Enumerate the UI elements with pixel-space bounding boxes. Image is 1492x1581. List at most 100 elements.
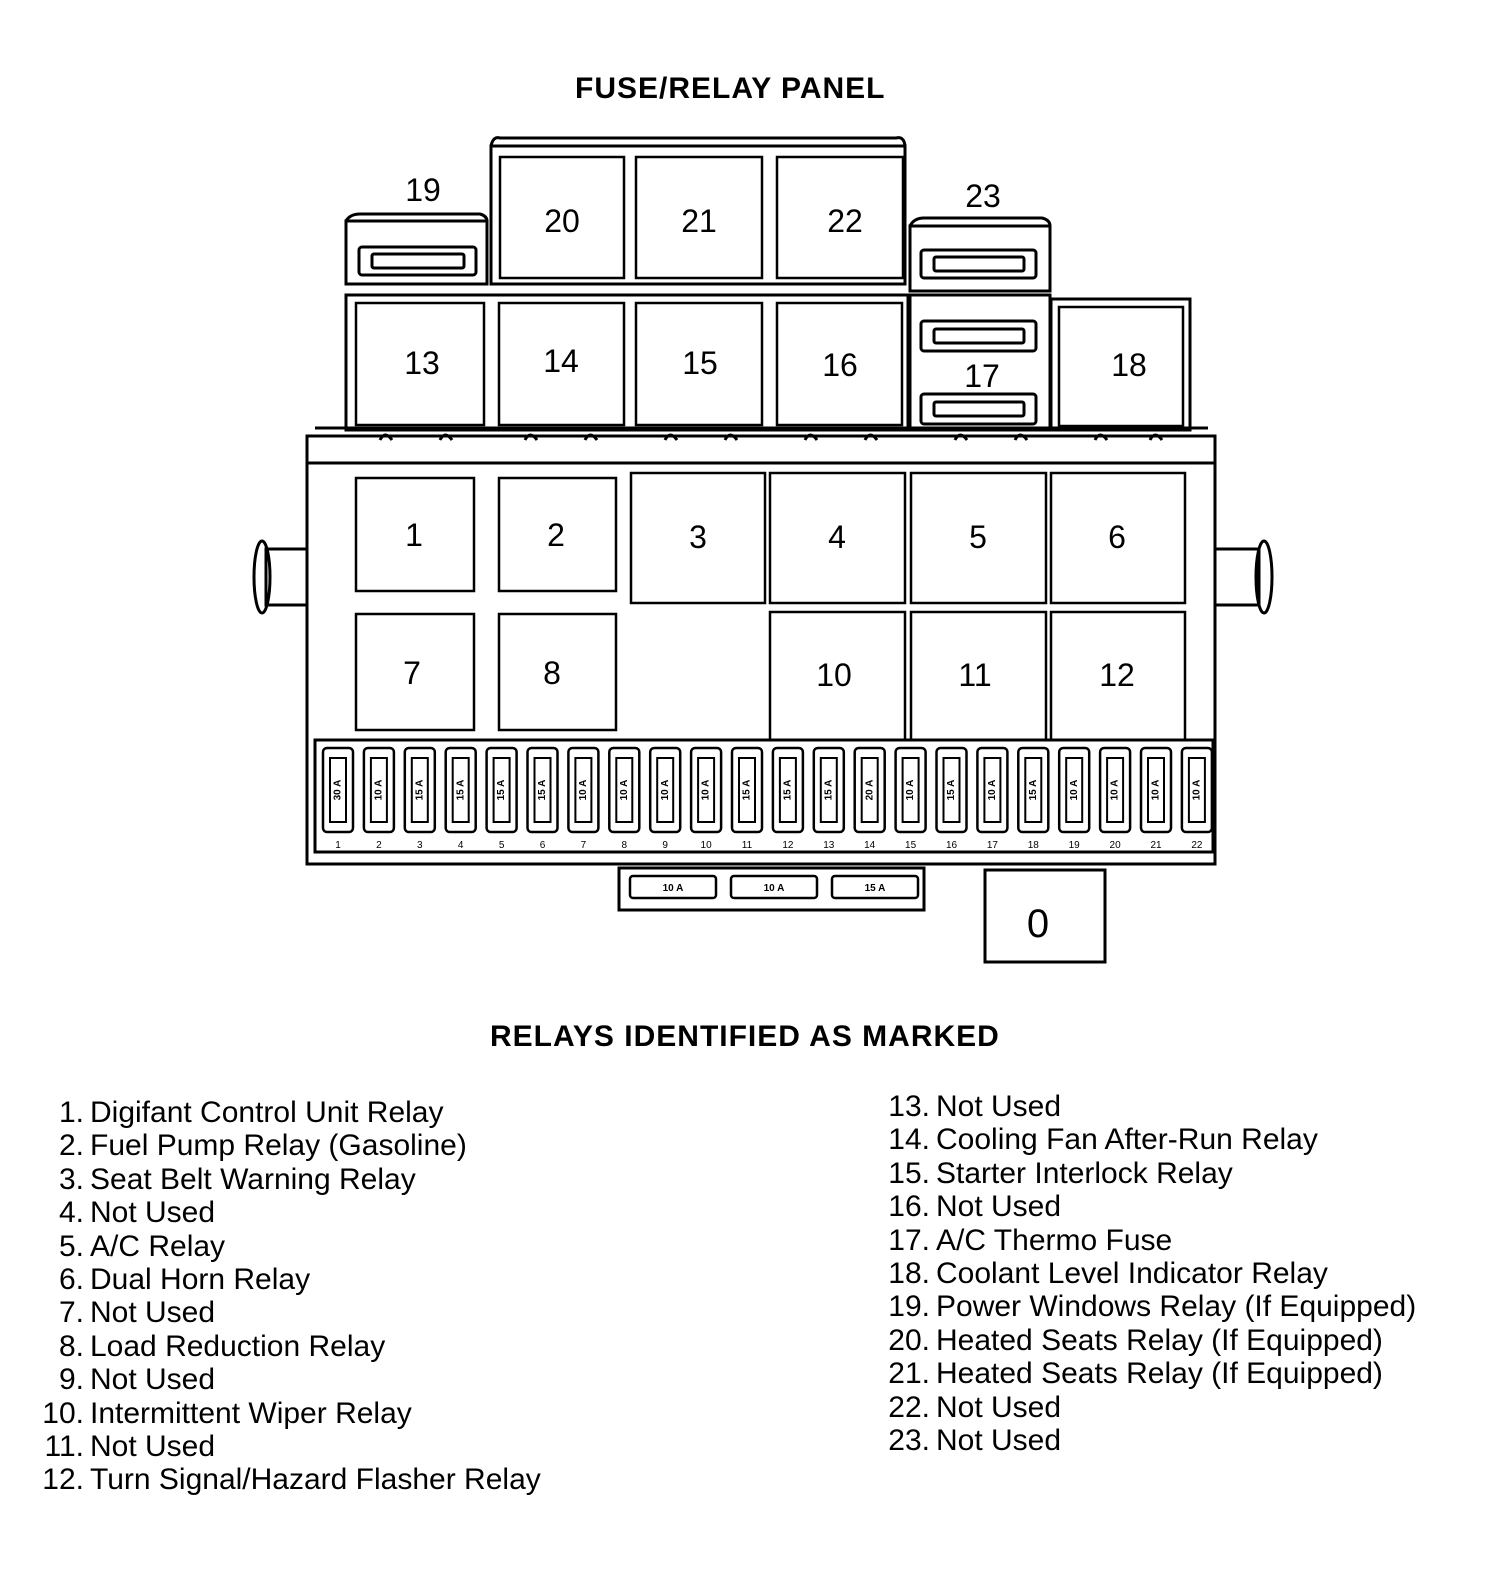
legend-text: Fuel Pump Relay (Gasoline)	[90, 1129, 467, 1163]
legend-item: 5.A/C Relay	[32, 1230, 541, 1263]
fuse-position: 22	[1191, 840, 1203, 851]
fuse-2: 10 A2	[362, 746, 396, 851]
connector-label: 0	[1027, 902, 1049, 946]
relay-label-19: 19	[405, 172, 441, 208]
fuse-rating: 10 A	[1151, 780, 1162, 801]
fuse-rating: 10 A	[1192, 780, 1203, 801]
fuse-position: 17	[987, 840, 999, 851]
fuse-position: 16	[946, 840, 958, 851]
fuse-position: 10	[701, 840, 713, 851]
legend-item: 18.Coolant Level Indicator Relay	[886, 1257, 1416, 1290]
fuse-rating: 15 A	[455, 780, 466, 801]
legend-number: 8.	[58, 1329, 84, 1363]
legend-item: 10.Intermittent Wiper Relay	[32, 1397, 541, 1430]
legend-number: 9.	[58, 1363, 84, 1397]
legend-text: Digifant Control Unit Relay	[90, 1096, 444, 1129]
relay-slot-18	[1057, 305, 1185, 428]
relay-label-7: 7	[403, 655, 421, 691]
relay-slot-16	[775, 301, 904, 427]
fuse-13: 15 A 13	[812, 746, 846, 851]
relay-label-8: 8	[543, 655, 561, 691]
fuse-position: 15	[905, 840, 917, 851]
fuse-rating: 15 A	[946, 780, 957, 801]
relay-label-16: 16	[822, 347, 858, 383]
fuse-rating: 10 A	[578, 780, 589, 801]
legend-item: 2.Fuel Pump Relay (Gasoline)	[32, 1129, 541, 1162]
legend-item: 20.Heated Seats Relay (If Equipped)	[886, 1324, 1416, 1357]
page-title: FUSE/RELAY PANEL	[575, 72, 886, 105]
relay-17-fuse-bottom	[919, 392, 1038, 426]
fuse-position: 8	[622, 840, 628, 851]
relay-label-13: 13	[404, 345, 440, 381]
legend-number: 13.	[888, 1090, 930, 1123]
bottom-fuse: 10 A	[729, 874, 819, 900]
relay-slot-12	[1049, 610, 1187, 742]
relay-slot-11	[909, 610, 1048, 742]
relay-slot-3	[629, 471, 767, 605]
fuse-position: 7	[581, 840, 587, 851]
fuse-position: 20	[1110, 840, 1122, 851]
fuse-position: 19	[1069, 840, 1081, 851]
fuse-22: 10 A 22	[1180, 746, 1214, 851]
legend-text: Dual Horn Relay	[90, 1263, 311, 1297]
relay-19-fuse	[357, 245, 478, 277]
bottom-fuse: 15 A	[830, 874, 920, 900]
legend-text: Seat Belt Warning Relay	[90, 1162, 416, 1196]
fuse-6: 15 A 6	[526, 746, 559, 851]
fuse-18: 15 A18	[1017, 746, 1050, 851]
fuse-rating: 15 A	[537, 780, 548, 801]
legend-text: Not Used	[90, 1363, 216, 1397]
relay-slot-6	[1049, 471, 1187, 605]
legend-number: 4.	[58, 1196, 84, 1230]
legend-item: 11.Not Used	[32, 1430, 541, 1463]
relay-slot-14	[497, 301, 626, 427]
relay-slot-15	[634, 301, 764, 427]
fuse-rating: 20 A	[864, 780, 875, 801]
relay-slot-7	[354, 612, 476, 732]
fuse-3: 15 A3	[403, 746, 437, 851]
relay-slot-13	[354, 301, 486, 427]
relay-label-17: 17	[964, 358, 1000, 394]
fuse-position: 6	[540, 840, 546, 851]
fuse-rating: 30 A	[333, 780, 344, 801]
fuse-21: 10 A 21	[1139, 746, 1173, 851]
fuse-position: 5	[499, 840, 505, 851]
relay-label-1: 1	[405, 517, 423, 553]
legend-number: 18.	[888, 1257, 930, 1291]
fuse-rating: 15 A	[823, 780, 834, 801]
legend-item: 14.Cooling Fan After-Run Relay	[886, 1123, 1416, 1156]
fuse-position: 12	[782, 840, 794, 851]
legend-number: 19.	[888, 1290, 930, 1324]
fuse-position: 18	[1028, 840, 1040, 851]
legend-text: Intermittent Wiper Relay	[90, 1396, 412, 1430]
legend-item: 1.Digifant Control Unit Relay	[32, 1096, 541, 1129]
legend-text: Heated Seats Relay (If Equipped)	[936, 1323, 1383, 1357]
legend-number: 7.	[58, 1296, 84, 1330]
fuse-rating: 15 A	[742, 780, 753, 801]
fuse-rating: 10 A	[619, 780, 630, 801]
legend-item: 3.Seat Belt Warning Relay	[32, 1163, 541, 1196]
fuse-rating: 10 A	[660, 780, 671, 801]
relay-slot-21	[634, 155, 764, 280]
legend-number: 23.	[888, 1424, 930, 1458]
legend-text: Turn Signal/Hazard Flasher Relay	[90, 1463, 541, 1497]
fuse-position: 9	[662, 840, 668, 851]
fuse-11: 15 A11	[730, 746, 764, 851]
legend-number: 15.	[888, 1156, 930, 1190]
relay-label-20: 20	[544, 203, 580, 239]
relay-label-6: 6	[1108, 519, 1126, 555]
relay-slot-5	[909, 471, 1048, 605]
relay-label-21: 21	[681, 203, 717, 239]
fuse-position: 2	[376, 840, 382, 851]
relay-17-fuse-top	[919, 319, 1038, 353]
fuse-15: 10 A15	[894, 746, 927, 851]
relay-slot-1	[354, 476, 476, 593]
relay-label-11: 11	[958, 657, 991, 693]
fuse-position: 13	[823, 840, 835, 851]
fuse-position: 4	[458, 840, 464, 851]
legend-item: 4.Not Used	[32, 1196, 541, 1229]
legend-text: Not Used	[90, 1430, 216, 1464]
fuse-position: 21	[1150, 840, 1162, 851]
